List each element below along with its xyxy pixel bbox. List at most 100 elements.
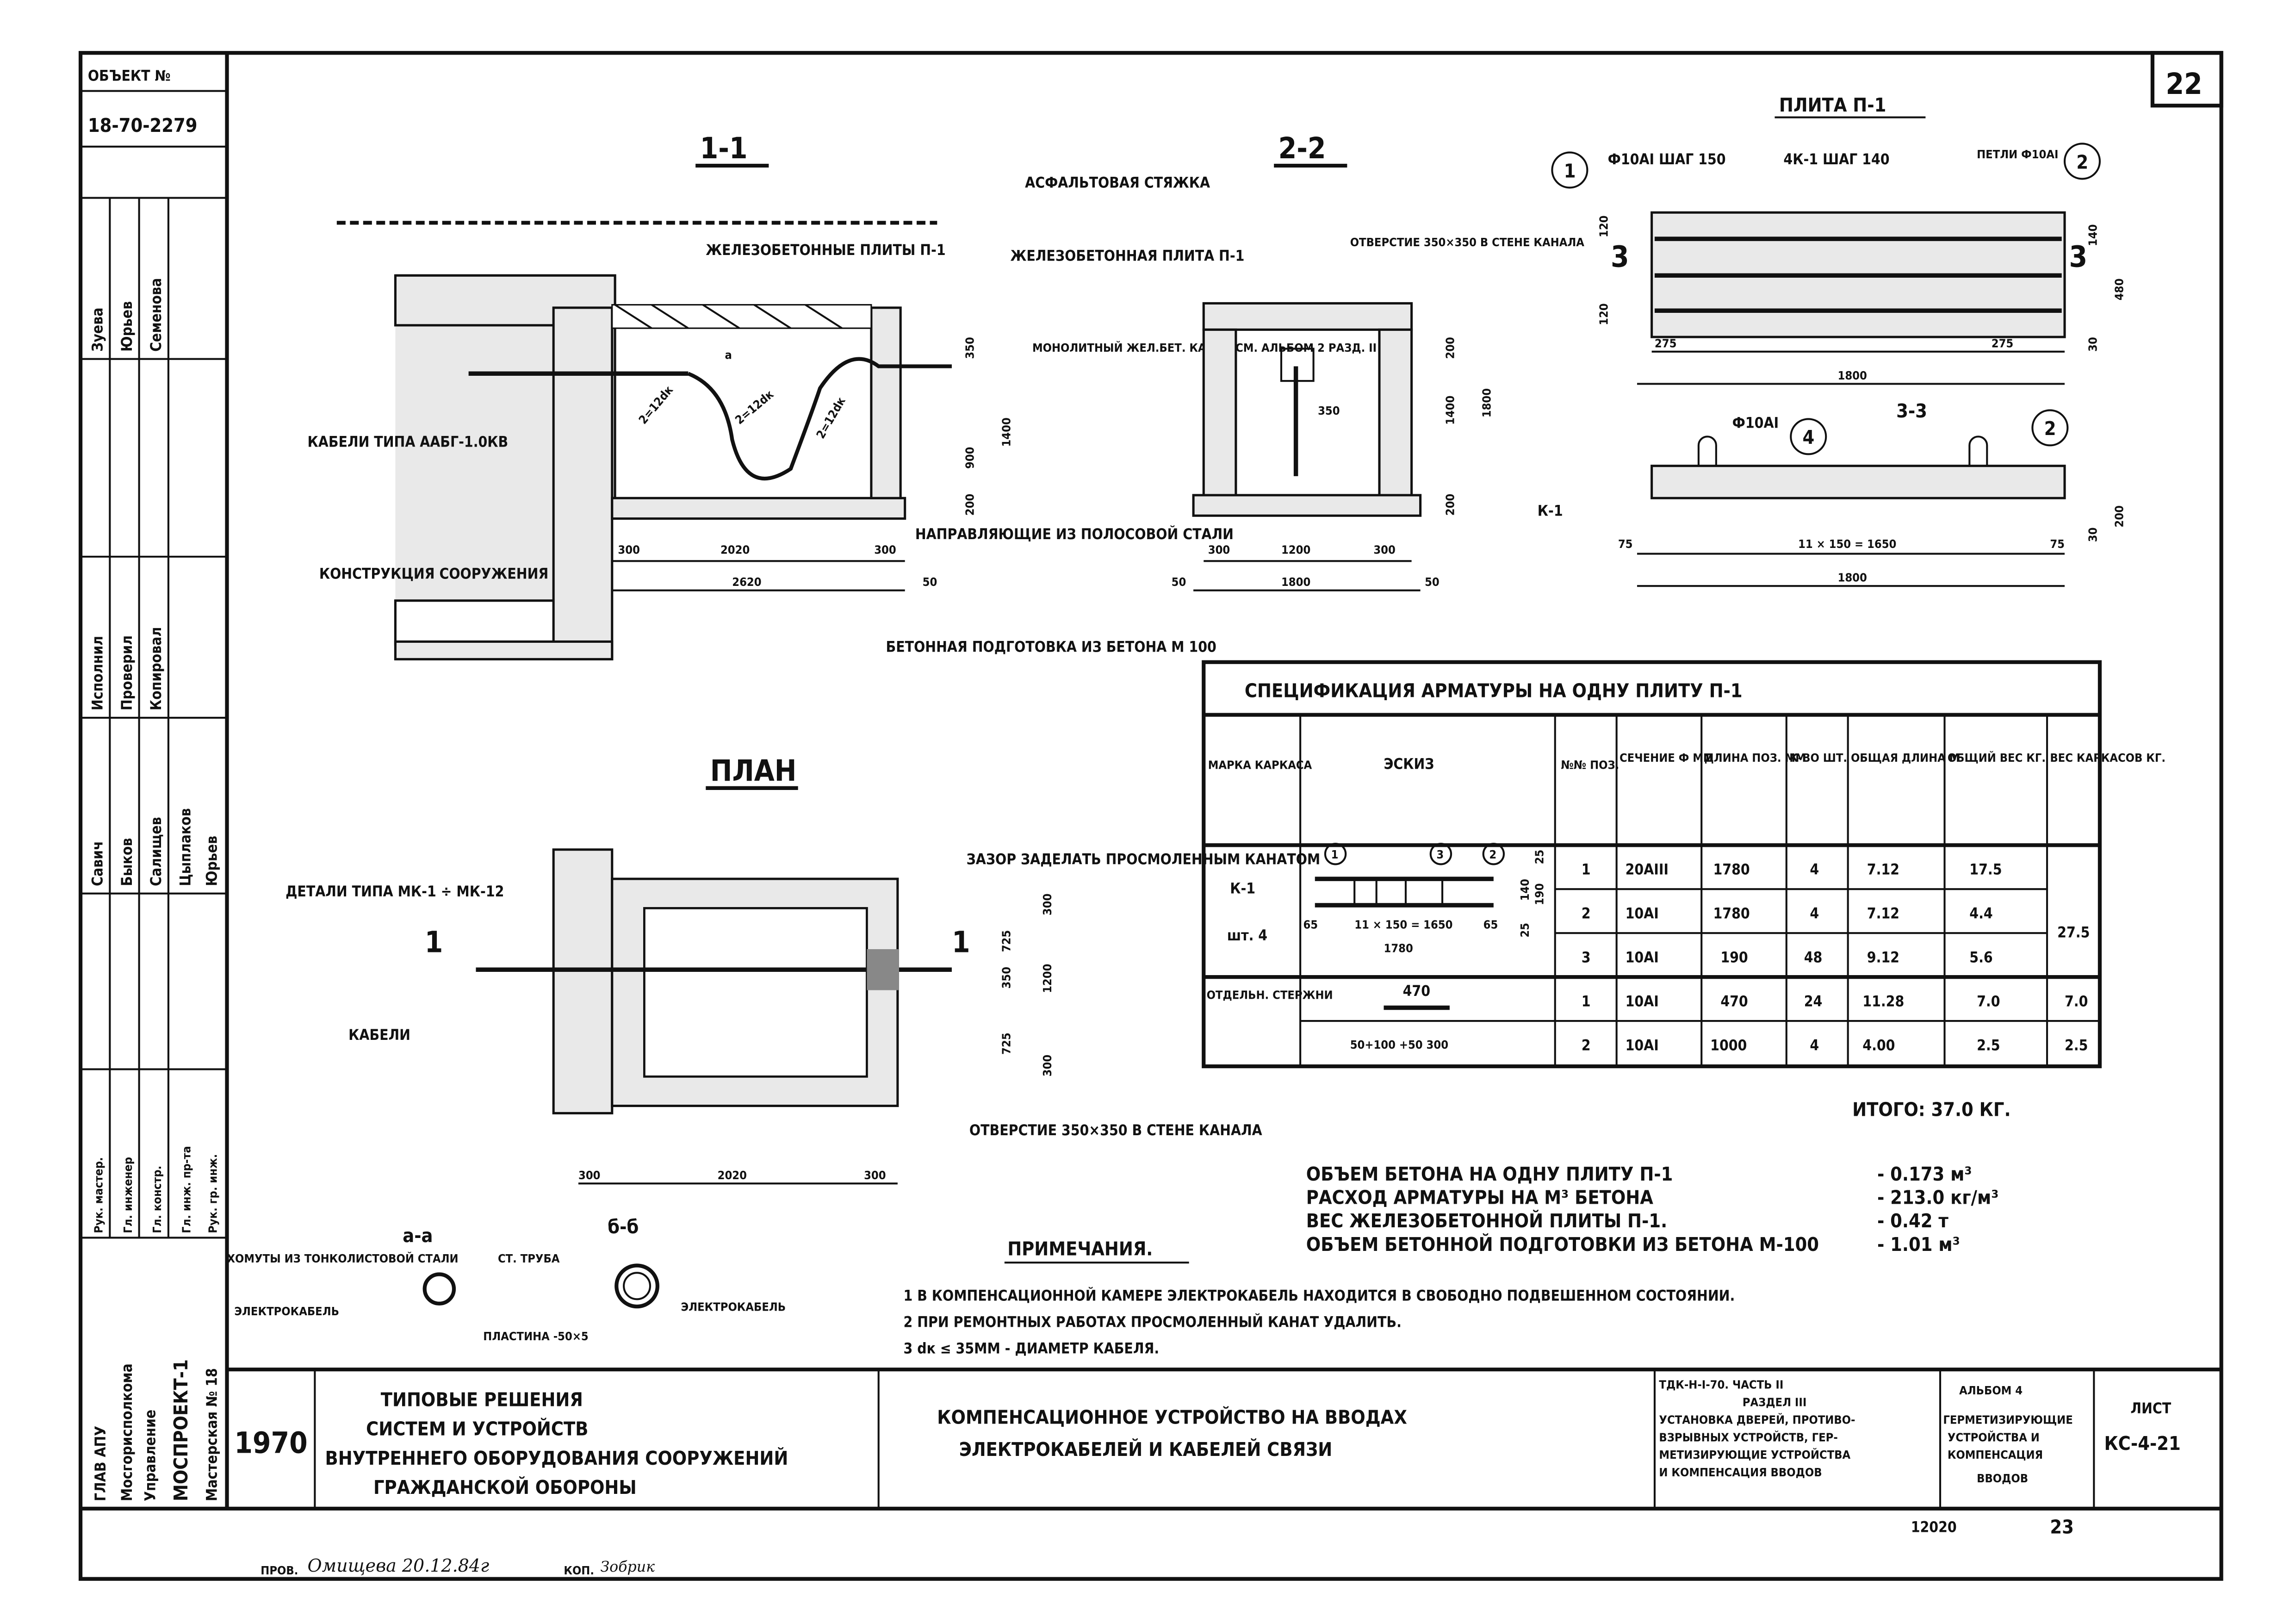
drawing-title: ЭЛЕКТРОКАБЕЛЕЙ И КАБЕЛЕЙ СВЯЗИ (959, 1438, 1333, 1461)
svg-text:10АI: 10АI (1626, 906, 1659, 922)
frame-count: шт. 4 (1227, 927, 1267, 944)
svg-text:СИСТЕМ И УСТРОЙСТВ: СИСТЕМ И УСТРОЙСТВ (366, 1418, 588, 1440)
svg-text:- 0.173 м³: - 0.173 м³ (1877, 1163, 1972, 1185)
svg-text:1780: 1780 (1713, 906, 1750, 922)
dim: 725 (1000, 1032, 1013, 1055)
dim: 120 (1597, 303, 1611, 325)
section-title: 3-3 (1896, 400, 1927, 422)
svg-text:2: 2 (1489, 848, 1496, 861)
stamp-org: Управление (142, 1410, 159, 1501)
dim: 275 (1992, 336, 2014, 350)
label-k1: К-1 (1538, 503, 1563, 519)
svg-text:2.5: 2.5 (1977, 1037, 2000, 1054)
cut-mark: 1 (425, 925, 443, 959)
cut-mark: 3 (1611, 239, 1629, 274)
label-plates: ЖЕЛЕЗОБЕТОННЫЕ ПЛИТЫ П-1 (706, 242, 945, 259)
label-rebar: Ф10АI (1732, 415, 1779, 431)
dim: 2020 (718, 1169, 747, 1182)
svg-text:1: 1 (1582, 993, 1591, 1010)
svg-text:65: 65 (1303, 918, 1318, 932)
svg-text:ПРИМЕЧАНИЯ.: ПРИМЕЧАНИЯ. (1007, 1237, 1153, 1260)
svg-text:ГРАЖДАНСКОЙ ОБОРОНЫ: ГРАЖДАНСКОЙ ОБОРОНЫ (373, 1476, 637, 1499)
svg-text:9.12: 9.12 (1867, 949, 1899, 966)
k1-sketch: 1 3 2 65 11 × 150 = 1650 65 1780 140 190… (1303, 843, 1546, 955)
section-title: ПЛАН (710, 753, 797, 788)
svg-text:470: 470 (1403, 983, 1430, 1000)
dim: 300 (874, 543, 896, 557)
svg-text:190: 190 (1720, 949, 1748, 966)
stamp-person: Быков (119, 838, 136, 886)
dim: 2020 (720, 543, 750, 557)
plan-view: ПЛАН ЗАЗОР ЗАДЕЛАТЬ ПРОСМОЛЕННЫМ КАНАТОМ… (285, 753, 1321, 1185)
svg-text:КОМПЕНСАЦИЯ: КОМПЕНСАЦИЯ (1948, 1448, 2043, 1461)
label-concrete: БЕТОННАЯ ПОДГОТОВКА ИЗ БЕТОНА М 100 (886, 639, 1216, 656)
section-title: 2-2 (1278, 131, 1326, 165)
svg-text:ВЕС КАРКАСОВ КГ.: ВЕС КАРКАСОВ КГ. (2050, 751, 2166, 765)
stamp-person: Семенова (148, 278, 165, 352)
svg-text:140: 140 (1518, 879, 1532, 901)
detail-title: а-а (403, 1225, 433, 1247)
callout: 1 (1564, 160, 1576, 182)
svg-text:ОБЩАЯ ДЛИНА М: ОБЩАЯ ДЛИНА М (1851, 751, 1960, 765)
dim: 1800 (1837, 571, 1867, 585)
stamp-org: ГЛАВ АПУ (93, 1426, 109, 1501)
dim: 480 (2113, 279, 2126, 301)
volumes: ОБЪЕМ БЕТОНА НА ОДНУ ПЛИТУ П-1 - 0.173 м³… (1306, 1163, 1999, 1256)
svg-text:1000: 1000 (1710, 1037, 1747, 1054)
stamp-position: Гл. инженер (121, 1157, 135, 1233)
svg-text:ОБЪЕМ БЕТОНА НА ОДНУ ПЛИТУ П-1: ОБЪЕМ БЕТОНА НА ОДНУ ПЛИТУ П-1 (1306, 1163, 1673, 1185)
svg-text:ЭСКИЗ: ЭСКИЗ (1384, 756, 1434, 773)
svg-text:1780: 1780 (1384, 941, 1413, 955)
dim: 1800 (1281, 575, 1310, 589)
sheet-frame (78, 51, 2223, 1581)
dim: 725 (1000, 930, 1013, 952)
dim: 75 (2050, 537, 2065, 551)
label-cables: КАБЕЛИ (348, 1027, 410, 1044)
label-gap: ЗАЗОР ЗАДЕЛАТЬ ПРОСМОЛЕННЫМ КАНАТОМ (967, 851, 1321, 868)
label-guides: НАПРАВЛЯЮЩИЕ ИЗ ПОЛОСОВОЙ СТАЛИ (915, 525, 1234, 543)
stamp-position: Гл. констр. (150, 1166, 164, 1233)
dim: 1800 (1480, 388, 1494, 417)
svg-text:№№ ПОЗ.: №№ ПОЗ. (1561, 759, 1619, 772)
svg-text:- 213.0 кг/м³: - 213.0 кг/м³ (1877, 1187, 1999, 1209)
year: 1970 (234, 1426, 307, 1460)
svg-text:1 В КОМПЕНСАЦИОННОЙ КАМЕРЕ ЭЛ: 1 В КОМПЕНСАЦИОННОЙ КАМЕРЕ ЭЛЕКТРОКАБЕЛЬ… (904, 1287, 1735, 1304)
svg-text:2.5: 2.5 (2065, 1037, 2088, 1054)
checked-signature: Омищева 20.12.84г (308, 1555, 490, 1576)
dim: 300 (1041, 1055, 1054, 1077)
svg-text:К-ВО ШТ.: К-ВО ШТ. (1789, 751, 1847, 765)
svg-text:МЕТИЗИРУЮЩИЕ УСТРОЙСТВА: МЕТИЗИРУЮЩИЕ УСТРОЙСТВА (1659, 1448, 1850, 1461)
dim: 275 (1655, 336, 1677, 350)
svg-text:3: 3 (1582, 949, 1591, 966)
stamp-person: Юрьев (119, 301, 136, 352)
dim: 300 (1373, 543, 1396, 557)
svg-text:ВЗРЫВНЫХ УСТРОЙСТВ, ГЕР-: ВЗРЫВНЫХ УСТРОЙСТВ, ГЕР- (1659, 1430, 1837, 1444)
frame-weight: 27.5 (2057, 925, 2090, 941)
svg-text:ТИПОВЫЕ РЕШЕНИЯ: ТИПОВЫЕ РЕШЕНИЯ (381, 1388, 583, 1411)
stamp-org: Мосгорисполкома (119, 1363, 136, 1501)
svg-text:СЕЧЕНИЕ Ф ММ: СЕЧЕНИЕ Ф ММ (1620, 751, 1714, 765)
page-number: 23 (2050, 1516, 2074, 1538)
svg-text:7.12: 7.12 (1867, 906, 1899, 922)
svg-text:УСТАНОВКА ДВЕРЕЙ, ПРОТИВО-: УСТАНОВКА ДВЕРЕЙ, ПРОТИВО- (1659, 1413, 1855, 1426)
svg-text:11.28: 11.28 (1862, 993, 1904, 1010)
label-opening: ОТВЕРСТИЕ 350×350 В СТЕНЕ КАНАЛА (969, 1122, 1262, 1139)
copy-signature: Зобрик (600, 1559, 655, 1575)
svg-text:1: 1 (1331, 848, 1339, 861)
spec-total: ИТОГО: 37.0 КГ. (1852, 1099, 2011, 1121)
frame-mark: ОТДЕЛЬН. СТЕРЖНИ (1207, 989, 1333, 1002)
svg-text:4.4: 4.4 (1969, 906, 1992, 922)
dim: 200 (963, 494, 976, 516)
svg-text:4.00: 4.00 (1862, 1037, 1895, 1054)
drawing-title: КОМПЕНСАЦИОННОЕ УСТРОЙСТВО НА ВВОДАХ (937, 1406, 1407, 1428)
svg-text:2 ПРИ РЕМОНТНЫХ РАБОТАХ ПРОСМ: 2 ПРИ РЕМОНТНЫХ РАБОТАХ ПРОСМОЛЕННЫЙ КАН… (904, 1313, 1402, 1331)
dim: 50 (1172, 575, 1186, 589)
stamp-role: Исполнил (90, 636, 106, 710)
plate-p1: ПЛИТА П-1 1 2 Ф10АI ШАГ 150 4К-1 ШАГ 140… (1538, 94, 2126, 587)
label-opening: ОТВЕРСТИЕ 350×350 В СТЕНЕ КАНАЛА (1350, 236, 1585, 249)
stamp-person: Салищев (148, 817, 165, 886)
